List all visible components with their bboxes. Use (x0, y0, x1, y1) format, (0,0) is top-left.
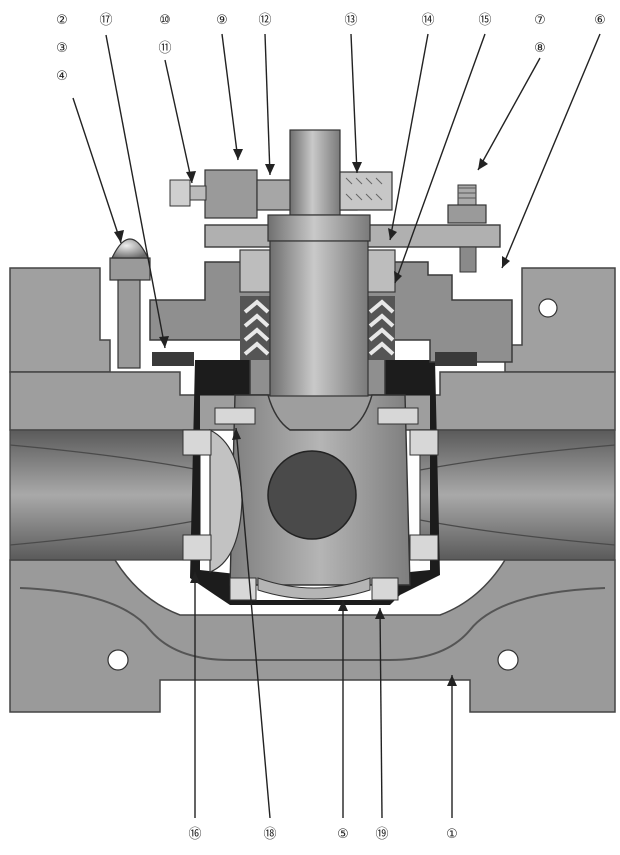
thrust-ring-top-right (377, 407, 419, 425)
callout-17: ⑰ (99, 13, 112, 28)
plug-port (267, 450, 357, 540)
stop-collar (204, 169, 258, 219)
callout-3: ③ (56, 41, 68, 56)
callout-15: ⑮ (478, 13, 491, 28)
flange-hole (107, 649, 129, 671)
valve-body (9, 267, 616, 713)
seal-ring-left (152, 352, 194, 366)
callout-4: ④ (56, 69, 68, 84)
callout-13: ⑬ (344, 13, 357, 28)
callout-9: ⑨ (216, 13, 228, 28)
thrust-ring-bottom-left (229, 577, 257, 601)
stem-top (289, 129, 341, 216)
bore-contour-bottom (9, 519, 616, 546)
callout-5: ⑤ (337, 827, 349, 842)
callout-18: ⑱ (263, 827, 276, 842)
cap-nut (109, 238, 151, 369)
plug-bottom (257, 577, 371, 600)
stem-shaft-lower (269, 240, 369, 397)
leader-lines (72, 33, 601, 819)
leader-arrowheads (114, 149, 510, 686)
callout-7: ⑦ (534, 13, 546, 28)
stop-bolt (169, 179, 207, 207)
callout-labels: ② ③ ④ ⑰ ⑩ ⑪ ⑨ ⑫ ⑬ ⑭ ⑮ ⑦ ⑧ ⑥ ⑯ ⑱ ⑤ ⑲ ① (56, 13, 606, 842)
thrust-ring-top-left (214, 407, 256, 425)
body-mid (9, 371, 616, 431)
stem-shaft (267, 214, 371, 242)
flange-left-upper (9, 267, 111, 373)
packing-left (240, 296, 270, 360)
callout-16: ⑯ (188, 827, 201, 842)
bore-left (9, 429, 201, 561)
stud-right (447, 184, 487, 273)
sleeve-right-bottom (409, 534, 439, 561)
handle-sleeve (339, 171, 393, 211)
callout-19: ⑲ (375, 827, 388, 842)
flange-hole (538, 298, 558, 318)
callout-11: ⑪ (158, 41, 171, 56)
callout-2: ② (56, 13, 68, 28)
sleeve-right-top (409, 429, 439, 456)
callout-14: ⑭ (421, 13, 434, 28)
body-lower (9, 559, 616, 713)
thrust-ring-bottom-right (371, 577, 399, 601)
callout-6: ⑥ (594, 13, 606, 28)
seal-ring-right (435, 352, 477, 366)
sleeve-left-top (182, 429, 212, 456)
liner (190, 360, 440, 605)
callout-12: ⑫ (258, 13, 271, 28)
bore-right (419, 429, 616, 561)
sleeve-left-bottom (182, 534, 212, 561)
body-lower-recess (19, 587, 606, 661)
gland-ring-right (364, 249, 396, 293)
callout-10: ⑩ (159, 13, 171, 28)
bore-contour-top (9, 444, 616, 471)
flange-hole (497, 649, 519, 671)
packing-right (365, 296, 395, 360)
callout-8: ⑧ (534, 41, 546, 56)
gland-ring-left (239, 249, 271, 293)
callout-1: ① (446, 827, 458, 842)
flange-right-upper (504, 267, 616, 373)
stem-assembly (169, 129, 439, 601)
